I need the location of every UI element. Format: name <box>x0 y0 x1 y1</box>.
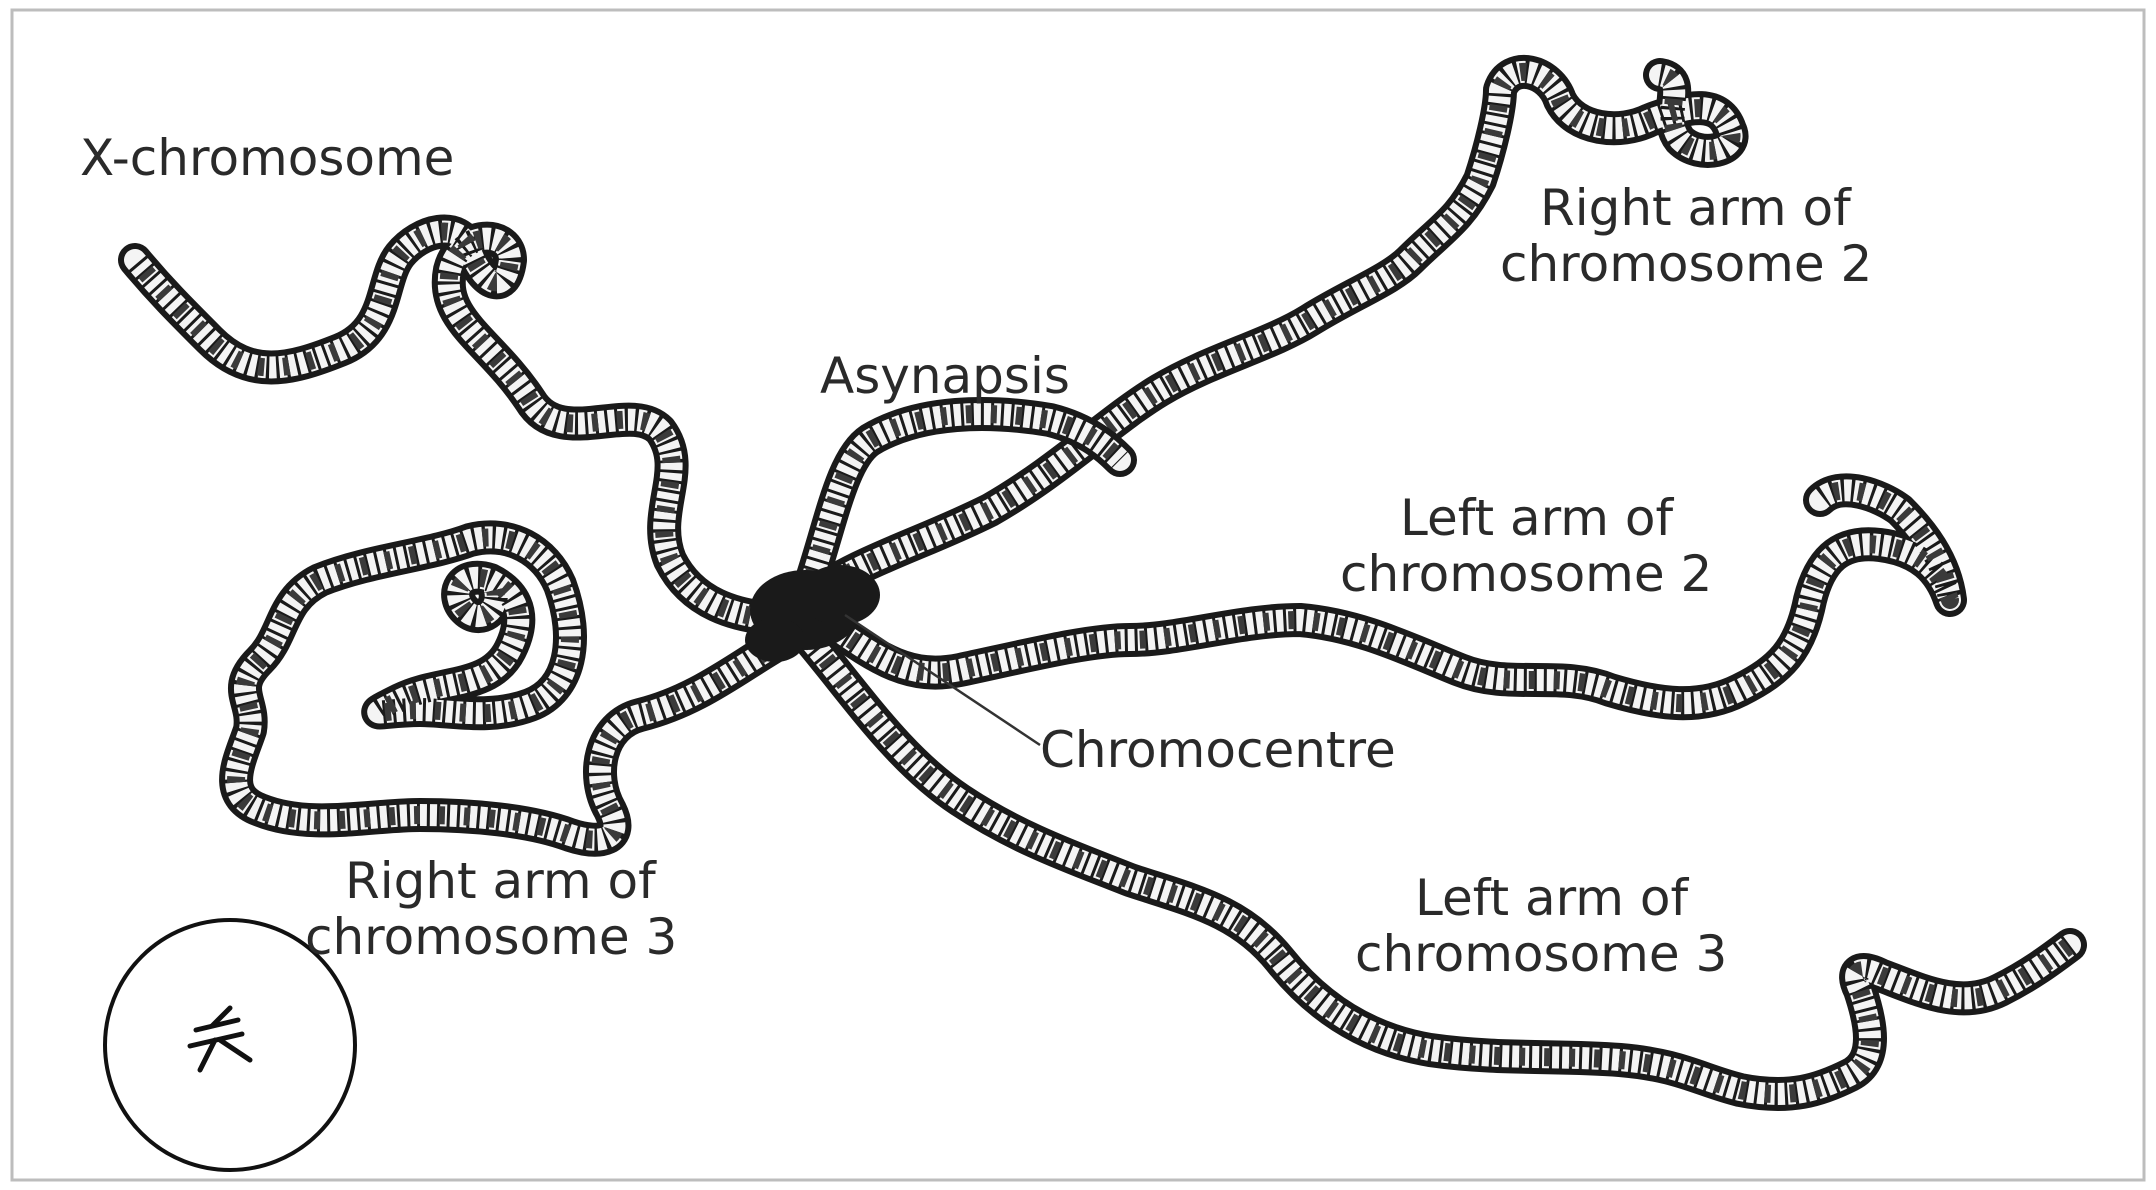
label-right-arm-chromosome-3: Right arm of chromosome 3 <box>305 852 677 966</box>
label-right-arm-chromosome-2-line1: Right arm of <box>1540 179 1852 237</box>
label-right-arm-chromosome-2: Right arm of chromosome 2 <box>1500 179 1872 293</box>
label-left-arm-chromosome-2-line2: chromosome 2 <box>1340 545 1712 603</box>
label-left-arm-chromosome-2-line1: Left arm of <box>1400 489 1674 547</box>
label-right-arm-chromosome-3-line1: Right arm of <box>345 852 657 910</box>
label-left-arm-chromosome-3-line2: chromosome 3 <box>1355 925 1727 983</box>
label-left-arm-chromosome-3-line1: Left arm of <box>1415 869 1689 927</box>
label-right-arm-chromosome-2-line2: chromosome 2 <box>1500 235 1872 293</box>
label-right-arm-chromosome-3-line2: chromosome 3 <box>305 908 677 966</box>
label-x-chromosome: X-chromosome <box>80 129 454 187</box>
label-asynapsis: Asynapsis <box>820 347 1070 405</box>
label-chromocentre: Chromocentre <box>1040 721 1396 779</box>
